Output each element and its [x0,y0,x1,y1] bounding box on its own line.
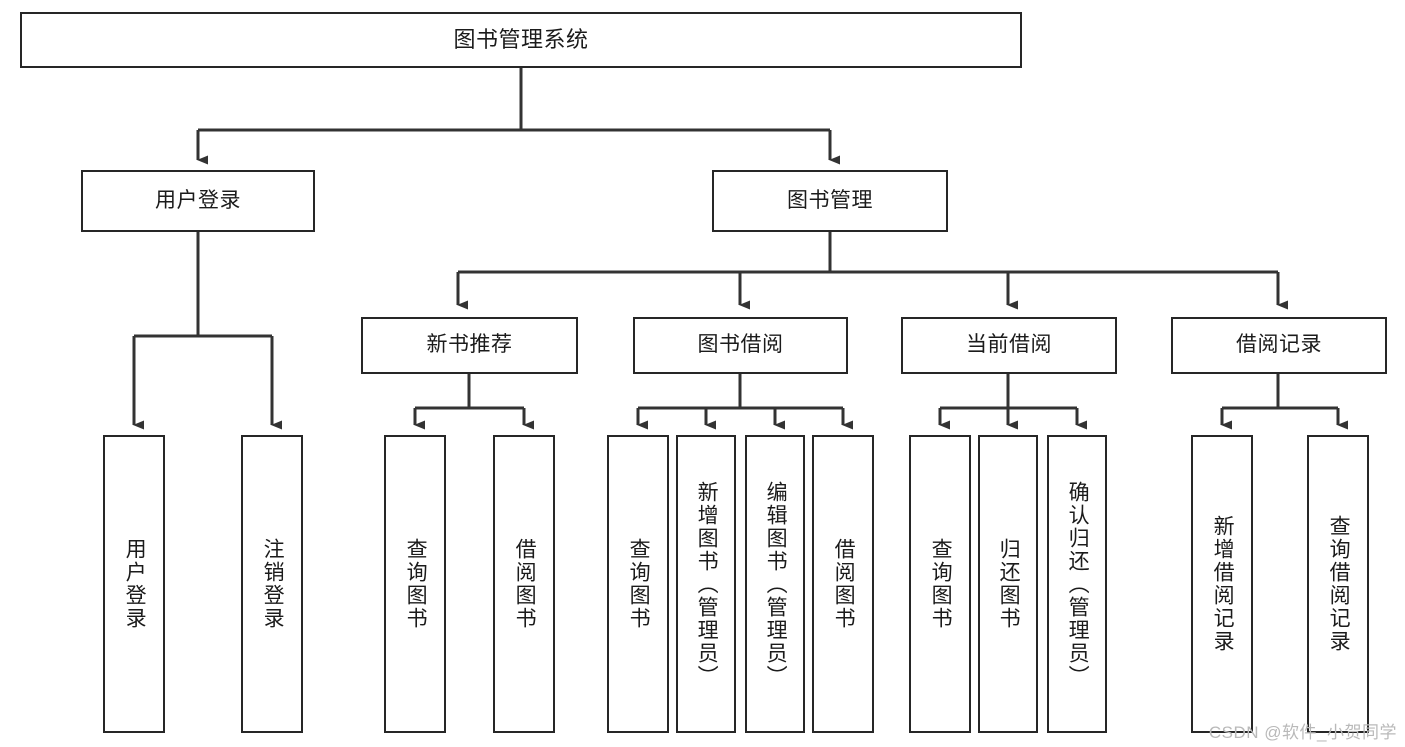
node-label: 图书借阅 [697,333,784,357]
leaf-current-query-book[interactable]: 查询图书 [909,435,971,733]
node-label: 新增借阅记录 [1211,515,1235,653]
node-label: 当前借阅 [966,333,1052,357]
leaf-current-confirm-return-admin[interactable]: 确认归还（管理员） [1047,435,1107,733]
leaf-borrow-edit-book-admin[interactable]: 编辑图书（管理员） [745,435,805,733]
node-label: 借阅记录 [1236,333,1322,357]
node-user-login[interactable]: 用户登录 [81,170,315,232]
leaf-new-book-query[interactable]: 查询图书 [384,435,446,733]
leaf-current-return-book[interactable]: 归还图书 [978,435,1038,733]
node-label: 查询图书 [929,538,953,630]
node-label: 用户登录 [123,538,147,630]
node-book-management[interactable]: 图书管理 [712,170,948,232]
leaf-new-book-borrow[interactable]: 借阅图书 [493,435,555,733]
node-book-borrow[interactable]: 图书借阅 [633,317,848,374]
node-new-book-recommend[interactable]: 新书推荐 [361,317,578,374]
node-label: 注销登录 [261,538,285,630]
node-borrow-record[interactable]: 借阅记录 [1171,317,1387,374]
leaf-record-add-record[interactable]: 新增借阅记录 [1191,435,1253,733]
node-current-borrow[interactable]: 当前借阅 [901,317,1117,374]
leaf-user-login-logout[interactable]: 注销登录 [241,435,303,733]
node-label: 查询图书 [627,538,651,630]
node-root-book-management-system[interactable]: 图书管理系统 [20,12,1022,68]
leaf-record-query-record[interactable]: 查询借阅记录 [1307,435,1369,733]
node-label: 借阅图书 [513,538,537,630]
leaf-borrow-add-book-admin[interactable]: 新增图书（管理员） [676,435,736,733]
node-label: 图书管理系统 [453,27,589,53]
node-label: 新书推荐 [426,333,513,357]
node-label: 图书管理 [787,188,873,212]
leaf-user-login-login[interactable]: 用户登录 [103,435,165,733]
node-label: 查询图书 [404,538,428,630]
node-label: 归还图书 [997,538,1021,630]
node-label: 编辑图书（管理员） [764,480,788,688]
node-label: 借阅图书 [832,538,856,630]
node-label: 确认归还（管理员） [1066,480,1090,688]
node-label: 查询借阅记录 [1327,515,1351,653]
leaf-borrow-borrow-book[interactable]: 借阅图书 [812,435,874,733]
node-label: 用户登录 [155,188,241,212]
leaf-borrow-query-book[interactable]: 查询图书 [607,435,669,733]
node-label: 新增图书（管理员） [695,480,719,688]
